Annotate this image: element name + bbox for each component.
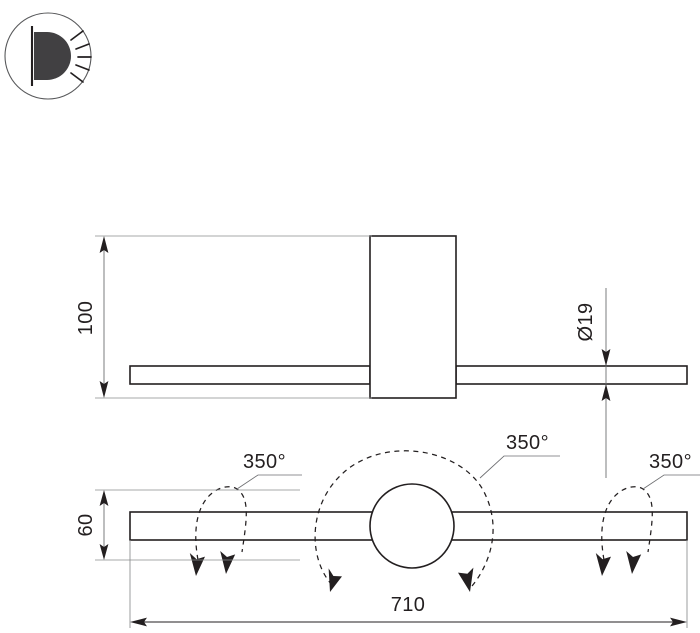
rotation-arrow-left-b xyxy=(220,551,236,574)
rotation-arc-right xyxy=(601,486,653,561)
top-view: 350° 350° 350° xyxy=(75,432,700,628)
rotation-callout-center: 350° xyxy=(314,432,560,592)
rotation-arrow-center-right xyxy=(458,567,474,592)
rotation-arrow-center-left xyxy=(328,568,342,592)
dimension-label-depth: 60 xyxy=(75,513,97,536)
arrow-head-diameter-top xyxy=(601,349,611,366)
front-bar-right xyxy=(455,365,688,385)
rotation-leader-left xyxy=(236,474,302,490)
top-center-hub xyxy=(369,483,455,569)
rotation-label-left: 350° xyxy=(243,451,286,473)
icon-lamp-body xyxy=(34,32,71,80)
rotation-arrow-left-a xyxy=(189,553,205,576)
icon-ray-1 xyxy=(70,30,84,41)
arrow-head-diameter-bottom xyxy=(601,384,611,401)
rotation-arc-center xyxy=(314,450,494,587)
rotation-arrow-right-b xyxy=(626,551,642,574)
front-bar-left xyxy=(129,365,371,385)
front-view: 100 Ø19 xyxy=(75,235,688,478)
arrow-head-down xyxy=(99,381,109,398)
arrow-head-width-right xyxy=(670,617,687,627)
dimension-height-100: 100 xyxy=(75,235,372,399)
rotation-label-right: 350° xyxy=(649,451,692,473)
arrow-head-width-left xyxy=(130,617,147,627)
rotation-arrow-right-a xyxy=(595,553,611,576)
front-center-block xyxy=(369,235,457,399)
rotation-leader-right xyxy=(642,474,700,490)
dimension-label-width: 710 xyxy=(391,594,426,616)
dimension-label-diameter: Ø19 xyxy=(575,302,597,341)
rotation-callout-left: 350° xyxy=(189,451,302,576)
dimension-width-710: 710 xyxy=(129,540,688,628)
rotation-arc-left xyxy=(195,486,247,561)
rotation-callout-right: 350° xyxy=(595,451,700,576)
icon-ray-2 xyxy=(75,43,90,50)
icon-ray-4 xyxy=(75,64,90,71)
arrow-head-up xyxy=(99,236,109,253)
rotation-leader-center xyxy=(479,455,560,479)
icon-ray-5 xyxy=(70,72,84,83)
rotation-label-center: 350° xyxy=(506,432,549,454)
dimension-label-height: 100 xyxy=(75,301,97,336)
dimension-diameter-19: Ø19 xyxy=(575,288,611,478)
arrow-head-depth-down xyxy=(99,544,109,560)
wall-light-fixture-icon xyxy=(4,12,92,100)
arrow-head-depth-up xyxy=(99,490,109,506)
dimension-depth-60: 60 xyxy=(75,489,300,561)
